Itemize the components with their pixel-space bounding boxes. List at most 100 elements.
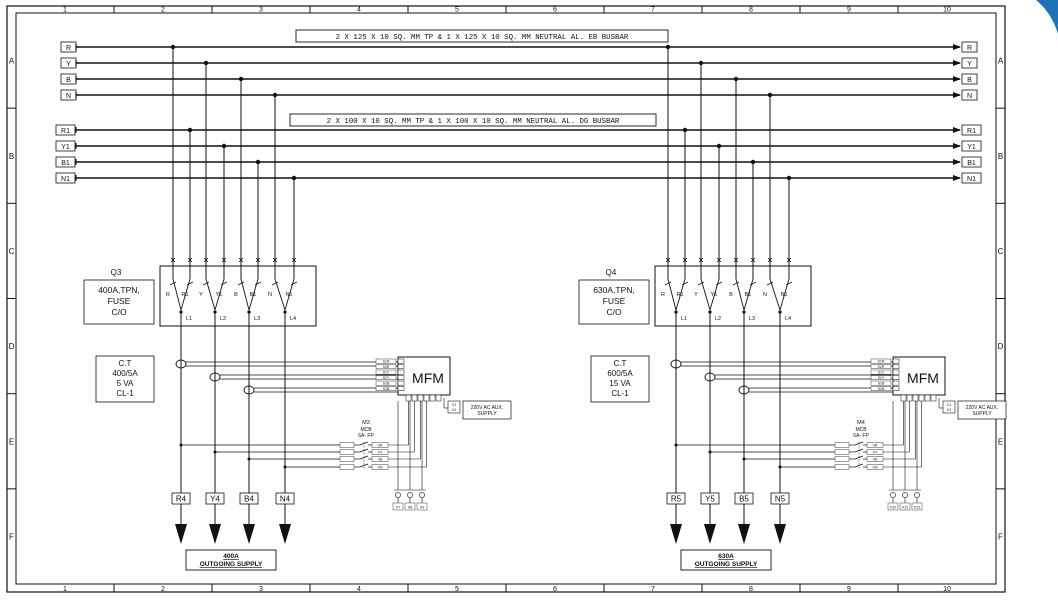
mfm-bottom-terminal	[411, 394, 418, 402]
mfm-terminal-tag: S1Y	[383, 370, 390, 374]
voltage-tap-junction	[283, 465, 287, 469]
outgoing-arrow	[670, 524, 682, 544]
aux-supply-label: SUPPLY	[477, 411, 497, 417]
mcb-terminal-tag: VB	[873, 457, 878, 461]
grid-column-label-top: 1	[63, 7, 67, 14]
outgoing-tag: R5	[671, 495, 682, 504]
switch-desc-line: 400A,TPN,	[98, 285, 140, 295]
ct-coil	[704, 372, 716, 382]
switch-blade	[749, 281, 757, 286]
switch-pole-label: B	[729, 292, 733, 298]
dg-busbar-tag-right: Y1	[967, 144, 976, 151]
grid-column-label-bottom: 2	[161, 586, 165, 593]
mfm-bottom-terminal	[423, 394, 430, 402]
grid-column-label-top: 5	[455, 7, 459, 14]
outgoing-tag: R4	[176, 495, 187, 504]
busbar-tap-junction	[733, 76, 739, 82]
grid-row-label-left: A	[9, 57, 15, 66]
outer-border	[6, 5, 1006, 593]
mcb-desc: MCB	[360, 427, 372, 433]
mfm-terminal	[892, 380, 900, 386]
supply-rating: 630A	[718, 553, 734, 560]
grid-column-label-top: 9	[847, 7, 851, 14]
grid-row-label-right: D	[998, 342, 1004, 351]
ct-desc-line: CL-1	[611, 389, 629, 398]
switch-pole-label: B	[234, 292, 238, 298]
grid-row-label-left: D	[9, 342, 15, 351]
terminal-mark	[682, 257, 688, 263]
busbar-tap-junction	[750, 159, 756, 165]
terminal-mark	[716, 257, 722, 263]
switch-desc-line: FUSE	[603, 296, 626, 306]
switch-desc-line: C/O	[111, 307, 127, 317]
mfm-bottom-terminal	[435, 394, 442, 402]
outgoing-tag: Y4	[210, 495, 220, 504]
mfm-terminal-tag-box	[870, 364, 892, 369]
switch-pole-label: Y	[694, 292, 698, 298]
mcb-terminal-tag: VY	[873, 450, 878, 454]
fuse-tag-box	[887, 502, 899, 511]
mfm-terminal	[892, 369, 900, 375]
terminal-mark	[238, 257, 244, 263]
aux-terminal: X1	[452, 403, 456, 407]
mfm-terminal	[397, 386, 405, 391]
mfm-terminal	[397, 358, 405, 364]
busbar-tap-junction	[698, 60, 704, 66]
switch-blade	[290, 281, 298, 286]
busbar-tap-junction	[203, 60, 209, 66]
grid-row-label-right: E	[998, 437, 1003, 446]
grid-column-label-top: 6	[553, 7, 557, 14]
mfm-terminal	[892, 386, 900, 391]
mfm-terminal-tag: S2Y	[878, 376, 885, 380]
busbar-tap-junction	[767, 92, 773, 98]
busbar-tap-junction	[255, 159, 261, 165]
ct-coil	[670, 359, 682, 369]
switch-desc-box	[83, 279, 155, 325]
switch-blade	[766, 281, 774, 286]
fuse-tag: X10	[890, 506, 897, 510]
mfm-box	[892, 356, 946, 396]
eb-busbar-tag-right-box	[961, 73, 978, 85]
switch-blade	[681, 281, 689, 286]
fuse-tag: X9	[420, 506, 425, 510]
mcb-desc: 6A- FP	[853, 433, 869, 439]
ct-desc-line: 600/5A	[607, 369, 633, 378]
outgoing-tag-box	[734, 492, 754, 505]
switch-blade	[715, 281, 723, 286]
switch-contact	[240, 278, 250, 311]
mfm-bottom-terminal	[417, 394, 424, 402]
mcb-desc: MCB	[855, 427, 867, 433]
busbar-tap-junction	[665, 44, 671, 50]
grid-column-label-bottom: 8	[749, 586, 753, 593]
eb-busbar-tag-right-box	[961, 89, 978, 101]
outgoing-tag: B5	[739, 495, 749, 504]
switch-blade	[664, 281, 672, 286]
outgoing-tag-box	[171, 492, 191, 505]
mcb-contact	[359, 463, 369, 468]
mfm-terminal	[892, 364, 900, 369]
mfm-terminal-tag-box	[375, 386, 397, 391]
mfm-bottom-terminal	[924, 394, 931, 402]
mfm-terminal-tag: S2R	[383, 365, 390, 369]
switch-load-label: L1	[681, 316, 687, 322]
outgoing-tag: N5	[775, 495, 786, 504]
terminal-mark	[170, 257, 176, 263]
outgoing-tag-box	[666, 492, 686, 505]
mcb-terminal-tag: VR	[378, 443, 383, 447]
eb-busbar-tag-left: Y	[66, 61, 71, 68]
eb-busbar-tag-right: N	[967, 93, 972, 100]
switch-pole-label: N	[763, 292, 767, 298]
dg-busbar-tag-right-box	[961, 172, 982, 184]
busbar-tap-junction	[187, 127, 193, 133]
aux-supply-box	[462, 400, 512, 420]
switch-pole-label: R	[166, 292, 170, 298]
mfm-terminal-tag: S2Y	[383, 376, 390, 380]
grid-column-label-top: 8	[749, 7, 753, 14]
switch-desc-line: 630A,TPN,	[593, 285, 635, 295]
aux-terminal: X2	[947, 408, 951, 412]
grid-column-label-bottom: 9	[847, 586, 851, 593]
busbar-tap-junction	[786, 175, 792, 181]
grid-row-label-left: B	[9, 152, 14, 161]
mfm-terminal-tag-box	[375, 369, 397, 375]
